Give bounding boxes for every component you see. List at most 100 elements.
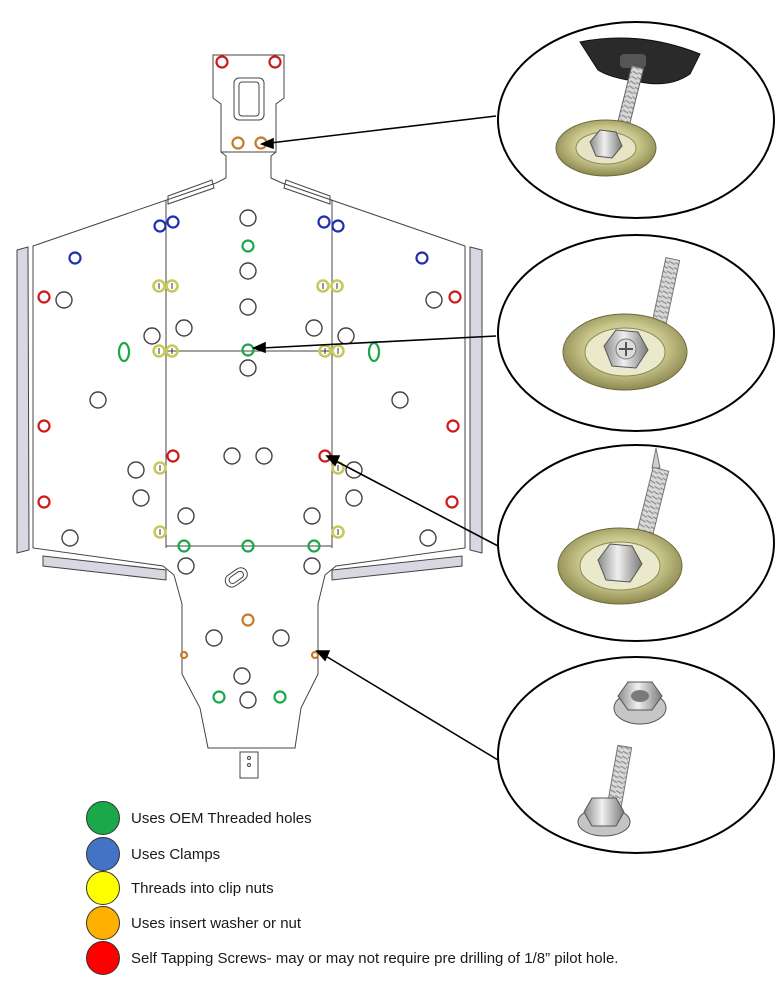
fastener-hole: [37, 495, 51, 509]
fastener-hole: [331, 344, 345, 358]
fastener-hole: [177, 539, 191, 553]
callout-arrow: [261, 335, 497, 349]
left-side-panel: [16, 246, 30, 554]
fastener-hole: [446, 419, 460, 433]
fastener-hole: [241, 239, 255, 253]
fastener-hole: [415, 251, 429, 265]
open-hole: [205, 629, 223, 647]
open-hole: [337, 327, 355, 345]
callout-bubble: [497, 21, 775, 219]
open-hole: [345, 489, 363, 507]
open-hole: [89, 391, 107, 409]
skid-plate: [16, 54, 483, 779]
fastener-holes: [37, 55, 462, 704]
fastener-hole: [241, 539, 255, 553]
fastener-hole: [165, 279, 179, 293]
fastener-hole: [153, 525, 167, 539]
fastener-hole: [331, 525, 345, 539]
fastener-slot: [117, 341, 131, 363]
legend-item-clip-nuts: Threads into clip nuts: [86, 871, 274, 905]
flange-washer-bolt-icon: [562, 256, 688, 391]
fastener-hole: [330, 279, 344, 293]
flange-nut-and-bolt-icon: [577, 681, 667, 837]
plate-outline: [32, 54, 466, 749]
open-hole: [239, 691, 257, 709]
legend-item-oem-threaded: Uses OEM Threaded holes: [86, 801, 312, 835]
legend-label: Uses insert washer or nut: [131, 914, 302, 932]
open-hole: [239, 359, 257, 377]
open-hole: [175, 319, 193, 337]
fastener-hole: [153, 219, 167, 233]
legend-label: Uses Clamps: [131, 845, 221, 863]
callout-arrow: [333, 459, 499, 547]
bottom-tab: [239, 751, 259, 779]
fastener-hole: [445, 495, 459, 509]
fastener-hole: [152, 279, 166, 293]
open-hole: [272, 629, 290, 647]
tee-clamp-bolt-icon: [555, 37, 701, 177]
open-hole: [177, 507, 195, 525]
fastener-hole: [241, 343, 255, 357]
callout-arrow: [269, 115, 497, 144]
fastener-hole: [179, 650, 189, 660]
legend-label: Threads into clip nuts: [131, 879, 274, 897]
yellow-dot-icon: [86, 871, 120, 905]
fastener-hole: [153, 461, 167, 475]
fastener-hole: [37, 419, 51, 433]
callout-bubble: [497, 656, 775, 854]
orange-dot-icon: [86, 906, 120, 940]
right-side-panel: [469, 246, 483, 554]
fastener-hole: [215, 55, 229, 69]
fastener-hole: [37, 290, 51, 304]
open-hole: [391, 391, 409, 409]
legend-label: Uses OEM Threaded holes: [131, 809, 312, 827]
open-hole: [127, 461, 145, 479]
blue-dot-icon: [86, 837, 120, 871]
left-bottom-flange: [42, 555, 167, 581]
fastener-hole: [273, 690, 287, 704]
fastener-hole: [316, 279, 330, 293]
open-hole: [303, 507, 321, 525]
open-hole: [223, 447, 241, 465]
legend-item-clamps: Uses Clamps: [86, 837, 220, 871]
open-hole: [419, 529, 437, 547]
legend-item-self-tapping: Self Tapping Screws- may or may not requ…: [86, 941, 618, 975]
fastener-hole: [212, 690, 226, 704]
open-hole: [177, 557, 195, 575]
fastener-hole: [448, 290, 462, 304]
open-hole: [233, 667, 251, 685]
open-hole: [239, 209, 257, 227]
legend-label: Self Tapping Screws- may or may not requ…: [131, 949, 619, 967]
fastener-hole: [307, 539, 321, 553]
open-hole: [55, 291, 73, 309]
callout-arrows: [251, 115, 499, 761]
green-dot-icon: [86, 801, 120, 835]
right-bottom-flange: [331, 555, 463, 581]
open-holes: [55, 209, 443, 709]
open-hole: [255, 447, 273, 465]
open-hole: [239, 262, 257, 280]
fastener-hole: [152, 344, 166, 358]
callout-arrow: [323, 654, 499, 761]
open-hole: [305, 319, 323, 337]
fastener-hole: [166, 449, 180, 463]
open-hole: [132, 489, 150, 507]
open-hole: [61, 529, 79, 547]
open-hole: [239, 298, 257, 316]
open-hole: [303, 557, 321, 575]
fastener-hole: [165, 344, 179, 358]
fastener-hole: [68, 251, 82, 265]
open-hole: [143, 327, 161, 345]
fastener-hole: [310, 650, 320, 660]
fastener-hole: [241, 613, 255, 627]
fastener-hole: [317, 215, 331, 229]
fastener-hole: [268, 55, 282, 69]
red-dot-icon: [86, 941, 120, 975]
self-tapping-screw-icon: [557, 447, 683, 605]
tab-slot: [233, 77, 265, 121]
legend-item-insert-washer: Uses insert washer or nut: [86, 906, 301, 940]
open-hole: [425, 291, 443, 309]
fastener-hole: [166, 215, 180, 229]
fastener-hole: [331, 219, 345, 233]
